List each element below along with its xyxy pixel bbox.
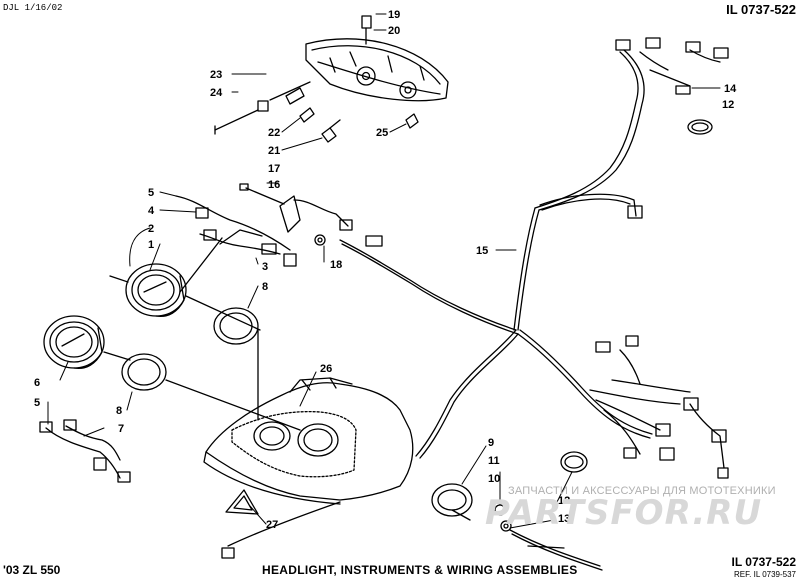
callout-12-top: 12: [722, 99, 734, 111]
callout-19: 19: [388, 9, 400, 21]
wiring-harness: [339, 37, 729, 479]
reference-number: REF. IL 0739-537: [734, 570, 796, 579]
gauge-lower-harness: [39, 419, 131, 483]
lower-cable: [227, 501, 341, 547]
callout-17: 17: [268, 163, 280, 175]
gauge-lower: [43, 315, 131, 370]
callout-16: 16: [268, 179, 280, 191]
callout-3: 3: [262, 261, 268, 273]
callout-12-lower: 12: [558, 495, 570, 507]
watermark-text: ЗАПЧАСТИ И АКСЕССУАРЫ ДЛЯ МОТОТЕХНИКИ: [508, 485, 776, 497]
illustration-number-top: IL 0737-522: [726, 2, 796, 17]
callout-11: 11: [488, 455, 500, 467]
gauge-upper: [109, 263, 261, 331]
callout-5-upper: 5: [148, 187, 154, 199]
callout-13: 13: [558, 513, 570, 525]
speed-sensor-assembly: [431, 483, 603, 571]
drawing-code: DJL 1/16/02: [3, 3, 63, 13]
callout-14: 14: [724, 83, 737, 95]
callout-27: 27: [266, 519, 278, 531]
callout-8-upper: 8: [262, 281, 268, 293]
model-label: '03 ZL 550: [3, 563, 61, 577]
headlight-assembly: [305, 15, 449, 102]
callout-20: 20: [388, 25, 400, 37]
adjuster-screw: [214, 81, 311, 135]
callout-23: 23: [210, 69, 222, 81]
callout-18: 18: [330, 259, 342, 271]
o-ring-upper: [213, 307, 259, 345]
callout-25: 25: [376, 127, 388, 139]
bracket-assembly: [239, 183, 353, 246]
callout-2: 2: [148, 223, 154, 235]
callout-10: 10: [488, 473, 500, 485]
callout-24: 24: [210, 87, 223, 99]
callout-6: 6: [34, 377, 40, 389]
callout-7: 7: [118, 423, 124, 435]
callout-labels: 19 20 23 24 22 21 25 14 12 17 16 5 4 2 1…: [34, 9, 737, 531]
callout-15: 15: [476, 245, 488, 257]
callout-26: 26: [320, 363, 332, 375]
bulb-sockets: [299, 107, 419, 143]
callout-9: 9: [488, 437, 494, 449]
ring-clamp-top: [687, 119, 713, 135]
console-hood: [203, 377, 414, 505]
o-ring-lower: [121, 353, 167, 391]
callout-8-lower: 8: [116, 405, 122, 417]
callout-21: 21: [268, 145, 280, 157]
leader-lines: [47, 13, 721, 529]
callout-22: 22: [268, 127, 280, 139]
illustration-number-bottom: IL 0737-522: [731, 555, 797, 569]
diagram-title: HEADLIGHT, INSTRUMENTS & WIRING ASSEMBLI…: [262, 563, 578, 577]
callout-5-lower: 5: [34, 397, 40, 409]
ring-clamp-lower: [560, 451, 588, 473]
gauge-upper-harness: [175, 195, 297, 293]
callout-4: 4: [148, 205, 155, 217]
watermark-logo: PARTSFOR.RU: [485, 493, 763, 533]
callout-1: 1: [148, 239, 154, 251]
warning-decal: [225, 489, 259, 515]
